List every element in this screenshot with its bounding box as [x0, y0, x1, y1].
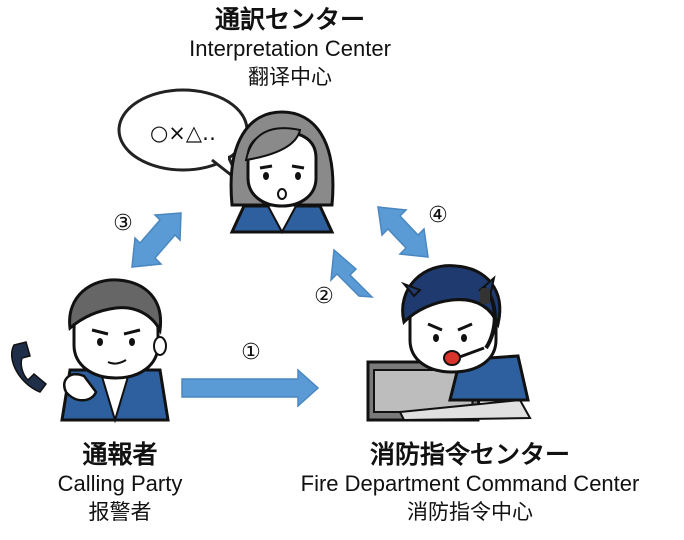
speech-bubble: ○×△‥ [117, 88, 249, 184]
interpretation-center-zh: 翻译中心 [248, 65, 332, 89]
calling-party-zh: 报警者 [88, 500, 152, 524]
arrow-3 [131, 212, 182, 268]
interpreter-figure [229, 110, 335, 235]
arrow-2 [330, 248, 374, 298]
interpretation-center-ja: 通訳センター [214, 5, 365, 34]
calling-party-label: 通報者 Calling Party 报警者 [10, 440, 230, 526]
step-3-label: ③ [113, 211, 133, 236]
calling-party-en: Calling Party [57, 471, 183, 496]
fire-command-center-en: Fire Department Command Center [300, 471, 640, 496]
interpretation-center-label: 通訳センター Interpretation Center 翻译中心 [140, 5, 440, 91]
step-4-label: ④ [428, 203, 448, 228]
interpretation-center-en: Interpretation Center [189, 36, 391, 61]
fire-command-center-zh: 消防指令中心 [407, 500, 533, 524]
fire-command-center-ja: 消防指令センター [369, 440, 570, 469]
step-2-label: ② [314, 284, 334, 309]
speech-bubble-text: ○×△‥ [150, 121, 216, 145]
calling-party-ja: 通報者 [82, 440, 158, 469]
arrow-4 [377, 206, 429, 258]
fire-command-center-label: 消防指令センター Fire Department Command Center … [260, 440, 680, 526]
fire-dispatcher-figure [366, 264, 532, 422]
caller-figure [11, 278, 170, 424]
step-1-label: ① [241, 340, 261, 365]
phone-icon [11, 341, 48, 393]
arrow-1 [181, 368, 320, 408]
